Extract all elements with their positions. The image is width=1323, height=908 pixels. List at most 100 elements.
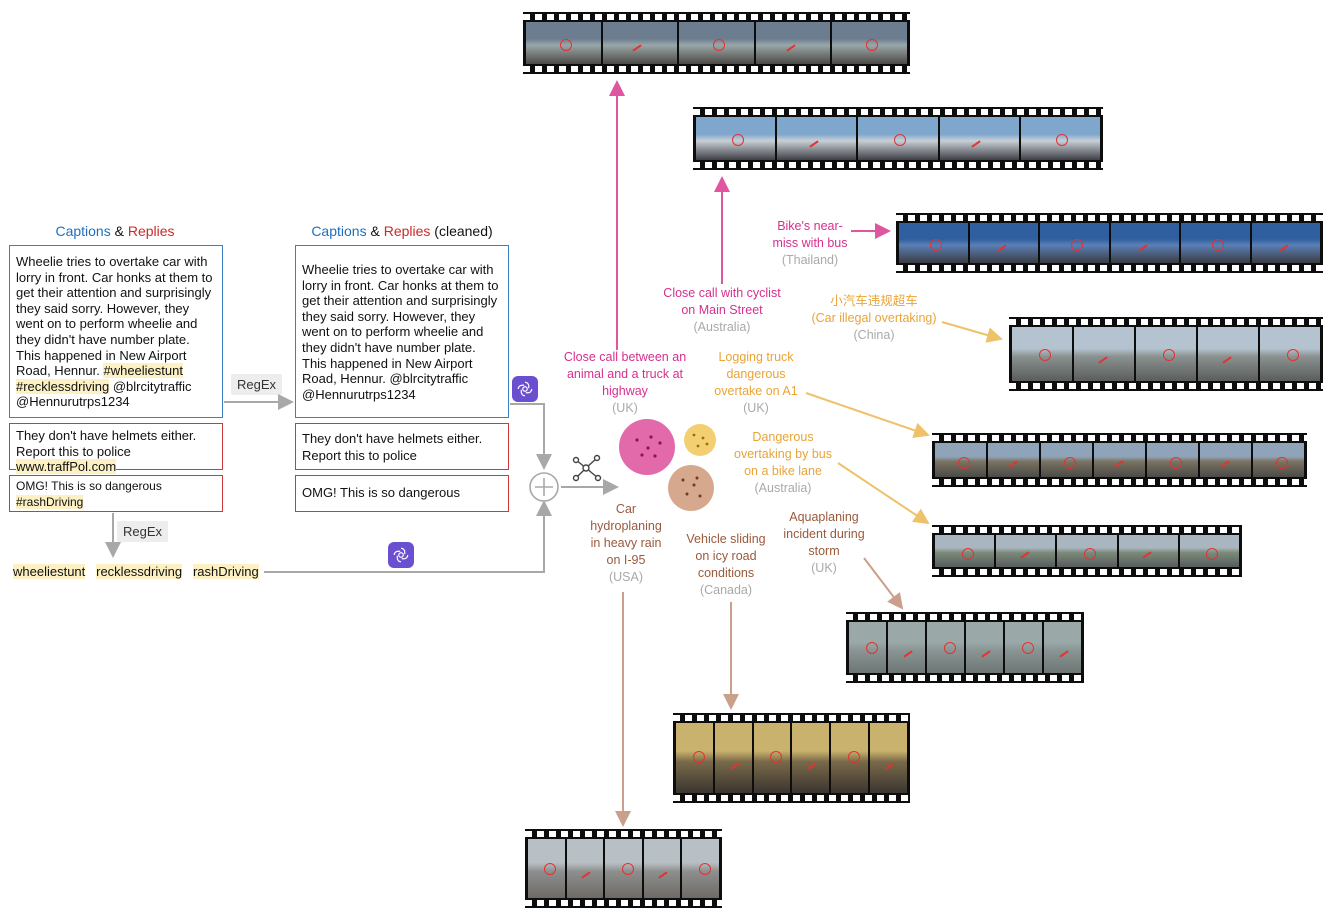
video-frame bbox=[643, 839, 681, 898]
cluster-brown bbox=[668, 465, 714, 511]
hashtag-item: rashDriving bbox=[192, 564, 259, 579]
video-frame bbox=[988, 443, 1039, 477]
left-reply1-box: They don't have helmets either. Report t… bbox=[9, 423, 223, 475]
highlight-arrow bbox=[903, 649, 913, 658]
highlight-arrow bbox=[1114, 460, 1125, 469]
cluster-location: (USA) bbox=[608, 570, 644, 584]
left-reply2-text: OMG! This is so dangerous bbox=[16, 479, 162, 493]
video-frame bbox=[966, 622, 1003, 673]
video-frame bbox=[1253, 443, 1304, 477]
video-frame bbox=[1005, 622, 1042, 673]
video-frame bbox=[1198, 327, 1258, 381]
video-frame bbox=[935, 443, 986, 477]
hashtag-item: recklessdriving bbox=[96, 564, 183, 579]
video-frame bbox=[566, 839, 604, 898]
highlight-arrow bbox=[1138, 244, 1148, 252]
highlight-circle bbox=[1070, 239, 1083, 251]
highlight-arrow bbox=[1008, 460, 1019, 469]
video-frame bbox=[870, 723, 907, 793]
left-caption-text: Wheelie tries to overtake car with lorry… bbox=[16, 254, 213, 379]
highlight-arrow bbox=[971, 140, 981, 148]
arrow-gold-3 bbox=[837, 462, 930, 525]
highlight-circle bbox=[770, 751, 783, 763]
highlight-arrow bbox=[1020, 551, 1030, 559]
cluster-label-4: 小汽车违规超车 (Car illegal overtaking) (China) bbox=[804, 293, 944, 344]
middle-header-replies: Replies bbox=[383, 223, 431, 239]
highlight-circle bbox=[961, 547, 974, 560]
video-frame bbox=[1057, 535, 1117, 567]
video-frame bbox=[1136, 327, 1196, 381]
video-frame bbox=[1074, 327, 1134, 381]
cluster-location: (UK) bbox=[811, 561, 837, 575]
video-strip bbox=[1009, 317, 1323, 391]
video-frame bbox=[777, 117, 857, 160]
left-caption-mentions: @blrcitytraffic @Hennurutrps1234 bbox=[16, 378, 192, 410]
video-frame bbox=[888, 622, 925, 673]
middle-caption-box: Wheelie tries to overtake car with lorry… bbox=[295, 245, 509, 418]
highlight-circle bbox=[544, 862, 557, 875]
highlight-circle bbox=[1063, 456, 1076, 469]
video-frame bbox=[1012, 327, 1072, 381]
left-header-amp: & bbox=[114, 223, 124, 239]
cluster-title: Car hydroplaning in heavy rain on I-95 bbox=[590, 502, 662, 567]
cluster-label-9: Car hydroplaning in heavy rain on I-95 (… bbox=[584, 501, 668, 586]
cluster-location: (Australia) bbox=[754, 481, 812, 495]
highlight-circle bbox=[929, 239, 942, 251]
highlight-circle bbox=[1021, 642, 1034, 655]
middle-header-suffix: (cleaned) bbox=[434, 223, 493, 239]
video-strip bbox=[673, 713, 910, 803]
middle-header-captions: Captions bbox=[311, 223, 367, 239]
cluster-title: Close call with cyclist on Main Street bbox=[663, 286, 781, 317]
cluster-title: Vehicle sliding on icy road conditions bbox=[686, 532, 766, 580]
video-strip bbox=[693, 107, 1103, 170]
video-frame bbox=[792, 723, 830, 793]
arrow-brown-1 bbox=[863, 557, 904, 610]
arrow-hashtag-to-plus bbox=[264, 500, 552, 573]
cluster-label-2: Close call with cyclist on Main Street (… bbox=[655, 285, 789, 336]
highlight-arrow bbox=[632, 44, 643, 52]
video-frame bbox=[1147, 443, 1198, 477]
highlight-arrow bbox=[981, 649, 991, 658]
hashtag-row: wheeliestunt recklessdriving rashDriving bbox=[13, 564, 259, 579]
video-strip bbox=[525, 829, 722, 908]
video-strip bbox=[896, 213, 1323, 273]
video-frame bbox=[969, 223, 1038, 263]
highlight-circle bbox=[731, 134, 744, 147]
highlight-circle bbox=[1169, 456, 1182, 469]
cluster-pink bbox=[619, 419, 675, 475]
video-frame bbox=[927, 622, 964, 673]
video-frame bbox=[1041, 443, 1092, 477]
highlight-circle bbox=[894, 134, 907, 147]
plus-circle-icon bbox=[529, 472, 559, 502]
cluster-label-1: Close call between an animal and a truck… bbox=[563, 349, 687, 417]
cluster-gold bbox=[684, 424, 716, 456]
video-frame bbox=[935, 535, 995, 567]
video-frame bbox=[682, 839, 719, 898]
cluster-title: Aquaplaning incident during storm bbox=[783, 510, 865, 558]
highlight-arrow bbox=[1098, 356, 1108, 365]
arrow-gold-1 bbox=[941, 321, 1003, 343]
left-caption-box: Wheelie tries to overtake car with lorry… bbox=[9, 245, 223, 418]
video-frame bbox=[858, 117, 938, 160]
video-frame bbox=[605, 839, 642, 898]
middle-reply1-text: They don't have helmets either. Report t… bbox=[302, 431, 483, 463]
highlight-arrow bbox=[658, 871, 669, 880]
video-frame bbox=[1110, 223, 1179, 263]
cluster-label-8: Vehicle sliding on icy road conditions (… bbox=[680, 531, 772, 599]
video-frame bbox=[714, 723, 752, 793]
video-frame bbox=[755, 22, 831, 64]
left-caption-tag2: #recklessdriving bbox=[16, 378, 110, 394]
video-frame bbox=[679, 22, 754, 64]
arrow-gold-2 bbox=[805, 392, 930, 439]
video-frame bbox=[1179, 535, 1240, 567]
cluster-network-icon bbox=[572, 454, 602, 482]
middle-caption-text: Wheelie tries to overtake car with lorry… bbox=[302, 262, 499, 402]
cluster-title: 小汽车违规超车 bbox=[830, 294, 918, 308]
video-frame bbox=[753, 723, 791, 793]
middle-header: Captions & Replies (cleaned) bbox=[296, 223, 508, 239]
highlight-arrow bbox=[581, 871, 591, 880]
highlight-arrow bbox=[997, 244, 1007, 252]
cluster-location: (China) bbox=[853, 328, 895, 342]
cluster-label-3: Bike's near-miss with bus (Thailand) bbox=[765, 218, 855, 269]
video-frame bbox=[1040, 223, 1109, 263]
